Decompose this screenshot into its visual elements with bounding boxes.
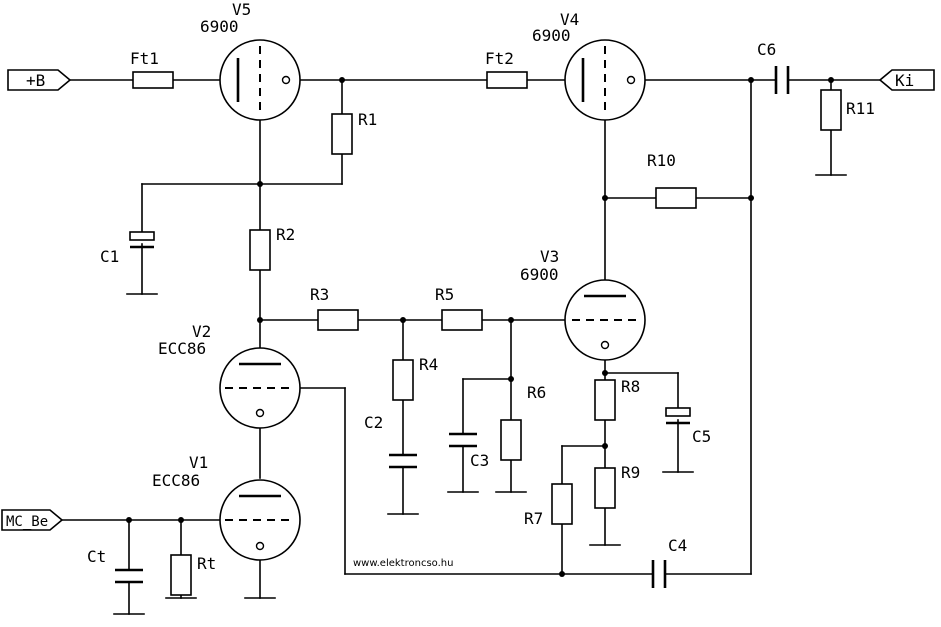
- tube-v3-name: V3: [540, 247, 559, 266]
- resistor-r5: R5: [435, 285, 483, 331]
- port-mc-in-label: MC_Be: [6, 514, 48, 530]
- port-b-plus: +B: [7, 69, 72, 91]
- tube-v2-name: V2: [192, 322, 211, 341]
- capacitor-ct: Ct: [87, 547, 143, 584]
- fuse-ft2-label: Ft2: [485, 49, 514, 68]
- capacitor-c2: C2: [364, 413, 417, 469]
- capacitor-c6-label: C6: [757, 40, 776, 59]
- resistor-rt-label: Rt: [197, 554, 216, 573]
- tube-v4-type: 6900: [532, 26, 571, 45]
- tube-v1-name: V1: [189, 453, 208, 472]
- capacitor-c5: C5: [665, 407, 711, 446]
- resistor-r6-label: R6: [527, 383, 546, 402]
- resistor-r6: R6: [500, 383, 546, 461]
- tube-v3: V3 6900: [520, 247, 646, 361]
- tube-v5: V5 6900: [200, 0, 301, 121]
- resistor-r10-label: R10: [647, 151, 676, 170]
- resistor-r11: R11: [820, 89, 875, 131]
- wires: [61, 79, 881, 615]
- capacitor-ct-label: Ct: [87, 547, 106, 566]
- port-out: Ki: [878, 69, 935, 91]
- port-b-plus-label: +B: [26, 71, 45, 90]
- port-mc-in: MC_Be: [1, 509, 64, 531]
- capacitor-c4-label: C4: [668, 536, 687, 555]
- resistor-r2-label: R2: [276, 225, 295, 244]
- resistor-r1: R1: [331, 110, 377, 155]
- capacitor-c3: C3: [449, 432, 489, 470]
- tube-v2: V2 ECC86: [158, 322, 301, 429]
- capacitor-c5-label: C5: [692, 427, 711, 446]
- capacitor-c2-label: C2: [364, 413, 383, 432]
- resistor-r3-label: R3: [310, 285, 329, 304]
- resistor-r9-label: R9: [621, 463, 640, 482]
- resistor-r5-label: R5: [435, 285, 454, 304]
- resistor-rt: Rt: [170, 554, 216, 596]
- capacitor-c3-label: C3: [470, 451, 489, 470]
- resistor-r7-label: R7: [524, 509, 543, 528]
- capacitor-c6: C6: [757, 40, 790, 94]
- junction-dots: [126, 77, 834, 577]
- fuse-ft1: Ft1: [130, 49, 174, 89]
- resistor-r7: R7: [524, 483, 573, 528]
- resistor-r10: R10: [647, 151, 697, 209]
- resistor-r8: R8: [594, 377, 640, 421]
- tube-v5-name: V5: [232, 0, 251, 19]
- tube-v4-name: V4: [560, 10, 579, 29]
- resistor-r1-label: R1: [358, 110, 377, 129]
- fuse-ft2: Ft2: [485, 49, 528, 89]
- resistor-r4-label: R4: [419, 355, 438, 374]
- resistor-r8-label: R8: [621, 377, 640, 396]
- capacitor-c1: C1: [100, 231, 155, 266]
- capacitor-c1-label: C1: [100, 247, 119, 266]
- tube-v4: V4 6900: [532, 10, 646, 121]
- tube-v3-type: 6900: [520, 265, 559, 284]
- tube-v1: V1 ECC86: [152, 453, 301, 561]
- resistor-r3: R3: [310, 285, 359, 331]
- tube-v1-type: ECC86: [152, 471, 200, 490]
- resistor-r11-label: R11: [846, 99, 875, 118]
- resistor-r4: R4: [392, 355, 438, 401]
- tube-v5-type: 6900: [200, 17, 239, 36]
- fuse-ft1-label: Ft1: [130, 49, 159, 68]
- tube-v2-type: ECC86: [158, 339, 206, 358]
- resistor-r2: R2: [249, 225, 295, 271]
- capacitor-c4: C4: [651, 536, 687, 588]
- port-out-label: Ki: [895, 71, 914, 90]
- watermark-text: www.elektroncso.hu: [353, 558, 453, 569]
- resistor-r9: R9: [594, 463, 640, 509]
